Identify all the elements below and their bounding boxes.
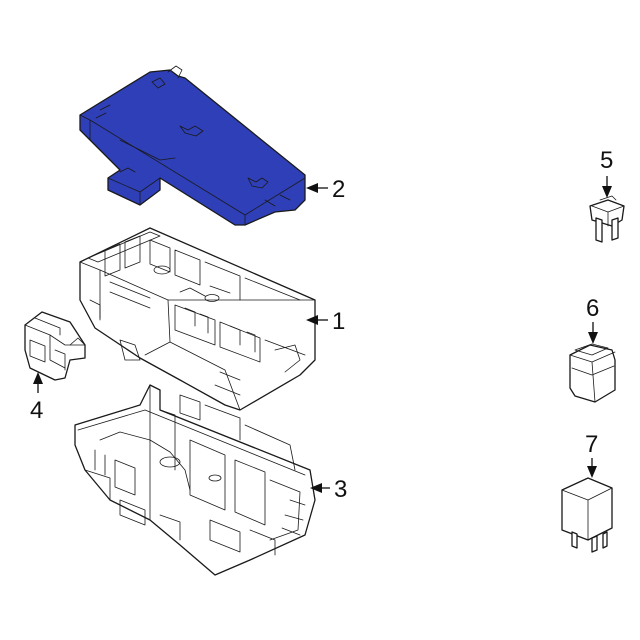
callout-1: 1	[332, 308, 345, 335]
callout-2: 2	[332, 176, 345, 203]
leaders	[33, 176, 612, 493]
callout-4: 4	[30, 397, 43, 424]
cover-part[interactable]	[79, 65, 306, 226]
callout-3: 3	[334, 476, 347, 503]
callout-5: 5	[600, 147, 613, 174]
callout-6: 6	[586, 295, 599, 322]
blade-fuse-part[interactable]	[589, 195, 625, 243]
lower-tray-part[interactable]	[74, 384, 316, 576]
relay-part[interactable]	[561, 477, 613, 553]
cartridge-fuse-part[interactable]	[569, 343, 616, 403]
cover-shape	[79, 69, 306, 226]
housing-part[interactable]	[79, 227, 316, 411]
bracket-part[interactable]	[24, 311, 86, 381]
callout-7: 7	[585, 431, 598, 458]
